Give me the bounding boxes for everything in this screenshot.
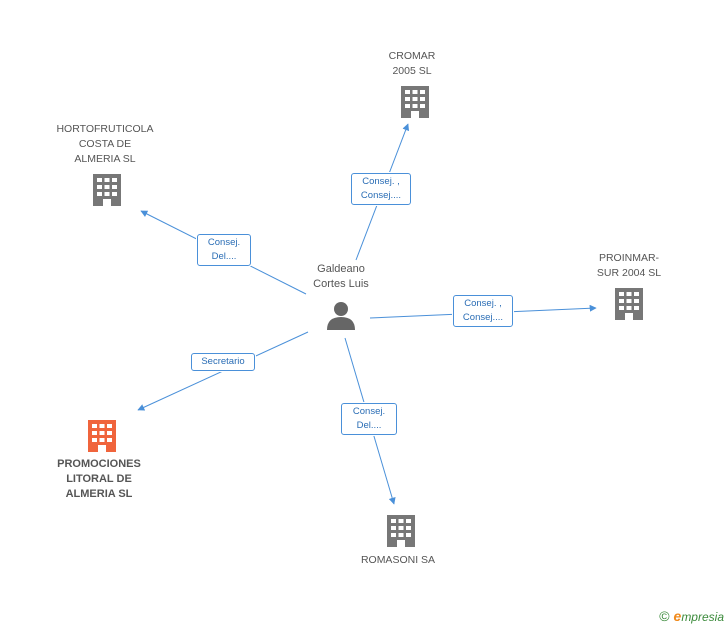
node-label-line: HORTOFRUTICOLA [56,123,154,135]
node-label-cromar[interactable]: CROMAR 2005 SL [372,49,452,79]
edge-label-proinmar[interactable]: Consej. , Consej.... [453,295,513,327]
building-icon-romasoni[interactable] [387,515,415,547]
edge-label-line: Consej.... [462,312,504,323]
person-icon[interactable] [327,302,355,330]
edge-label-promociones[interactable]: Secretario [191,353,255,371]
brand-footer: ©empresia [659,608,724,624]
node-label-line: PROMOCIONES [57,458,141,470]
node-label-romasoni[interactable]: ROMASONI SA [352,553,444,568]
building-icon-promociones[interactable] [88,420,116,452]
edge-label-line: Del.... [211,251,237,262]
center-name-line2: Cortes Luis [313,278,369,290]
edge-label-line: Consej. , [362,176,400,187]
node-label-proinmar[interactable]: PROINMAR- SUR 2004 SL [586,251,672,281]
center-name-line1: Galdeano [317,263,365,275]
edge-label-line: Consej. [352,406,386,417]
center-person-label[interactable]: Galdeano Cortes Luis [298,262,384,292]
node-label-promociones[interactable]: PROMOCIONES LITORAL DE ALMERIA SL [44,457,154,502]
edge-label-hortofruticola[interactable]: Consej. Del.... [197,234,251,266]
brand-logo-text: mpresia [681,610,724,624]
node-label-line: CROMAR [388,50,436,62]
node-label-line: 2005 SL [392,65,432,77]
node-label-line: ALMERIA SL [65,488,133,500]
edge-label-cromar[interactable]: Consej. , Consej.... [351,173,411,205]
building-icon-cromar[interactable] [401,86,429,118]
node-label-line: LITORAL DE [66,473,132,485]
node-label-hortofruticola[interactable]: HORTOFRUTICOLA COSTA DE ALMERIA SL [45,122,165,167]
node-label-line: SUR 2004 SL [596,267,662,279]
node-label-line: PROINMAR- [598,252,660,264]
building-icon-hortofruticola[interactable] [93,174,121,206]
edge-label-line: Del.... [356,420,382,431]
brand-logo-initial: e [673,608,682,624]
node-label-line: ROMASONI SA [360,554,436,566]
edge-label-line: Secretario [201,356,245,367]
edge-label-line: Consej.... [360,190,402,201]
edge-label-line: Consej. [207,237,241,248]
node-label-line: COSTA DE [78,138,132,150]
building-icon-proinmar[interactable] [615,288,643,320]
copyright-symbol: © [659,608,670,624]
edge-line-promociones [137,331,309,411]
edge-label-romasoni[interactable]: Consej. Del.... [341,403,397,435]
node-label-line: ALMERIA SL [74,153,136,165]
edge-label-line: Consej. , [464,298,502,309]
